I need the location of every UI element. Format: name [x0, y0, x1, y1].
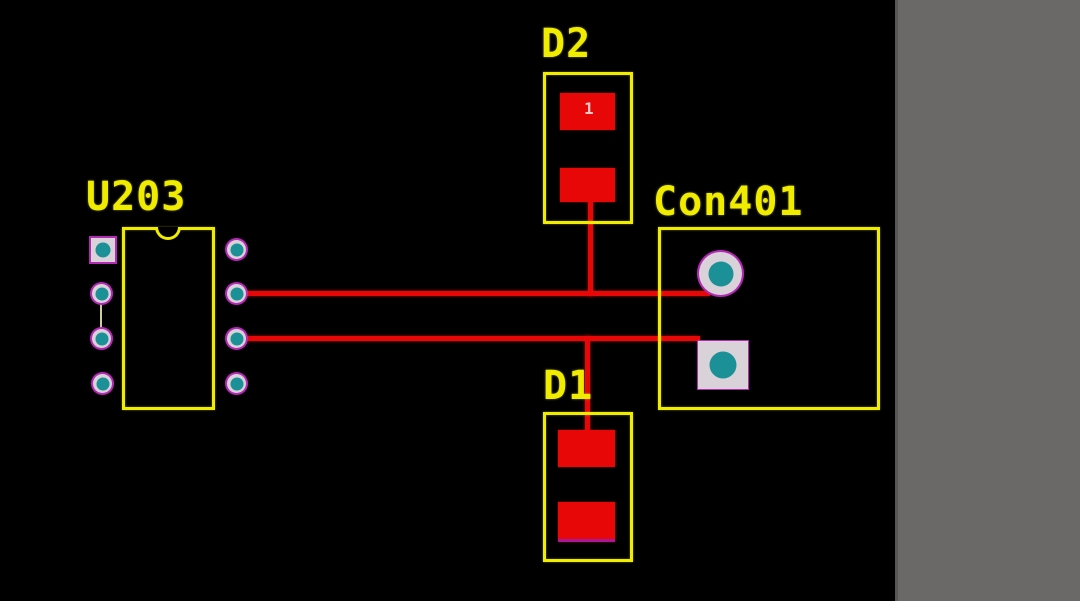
- trace-d2-vertical[interactable]: [588, 196, 593, 296]
- d1-pad-1[interactable]: [558, 430, 615, 467]
- trace-net2-horizontal[interactable]: [237, 336, 700, 341]
- u203-pad-left-4[interactable]: [93, 374, 112, 393]
- u203-body-outline[interactable]: [122, 227, 215, 410]
- u203-pad-right-1[interactable]: [227, 240, 246, 259]
- con401-pad-1[interactable]: [699, 252, 742, 295]
- right-side-panel: [895, 0, 1080, 601]
- designator-u203[interactable]: U203: [86, 174, 187, 220]
- u203-pad-left-1[interactable]: [89, 236, 117, 264]
- u203-net-line: [100, 294, 102, 339]
- u203-pad-left-2[interactable]: [92, 284, 111, 303]
- u203-pad-right-4[interactable]: [227, 374, 246, 393]
- d2-pad-2[interactable]: [560, 168, 615, 202]
- u203-pad-right-2[interactable]: [227, 284, 246, 303]
- designator-d1[interactable]: D1: [543, 363, 594, 409]
- u203-pad-right-3[interactable]: [227, 329, 246, 348]
- d1-body-outline[interactable]: [543, 412, 633, 562]
- d2-body-outline[interactable]: [543, 72, 633, 224]
- con401-pad-2[interactable]: [697, 340, 749, 390]
- designator-con401[interactable]: Con401: [653, 179, 804, 225]
- d2-pad-1[interactable]: [560, 93, 615, 130]
- trace-d1-vertical[interactable]: [585, 336, 590, 437]
- designator-d2[interactable]: D2: [541, 21, 592, 67]
- d2-pad1-number: 1: [584, 99, 594, 118]
- trace-net1-horizontal[interactable]: [237, 291, 710, 296]
- u203-pad-left-3[interactable]: [92, 329, 111, 348]
- d1-pad-2[interactable]: [558, 502, 615, 542]
- con401-body-outline[interactable]: [658, 227, 880, 410]
